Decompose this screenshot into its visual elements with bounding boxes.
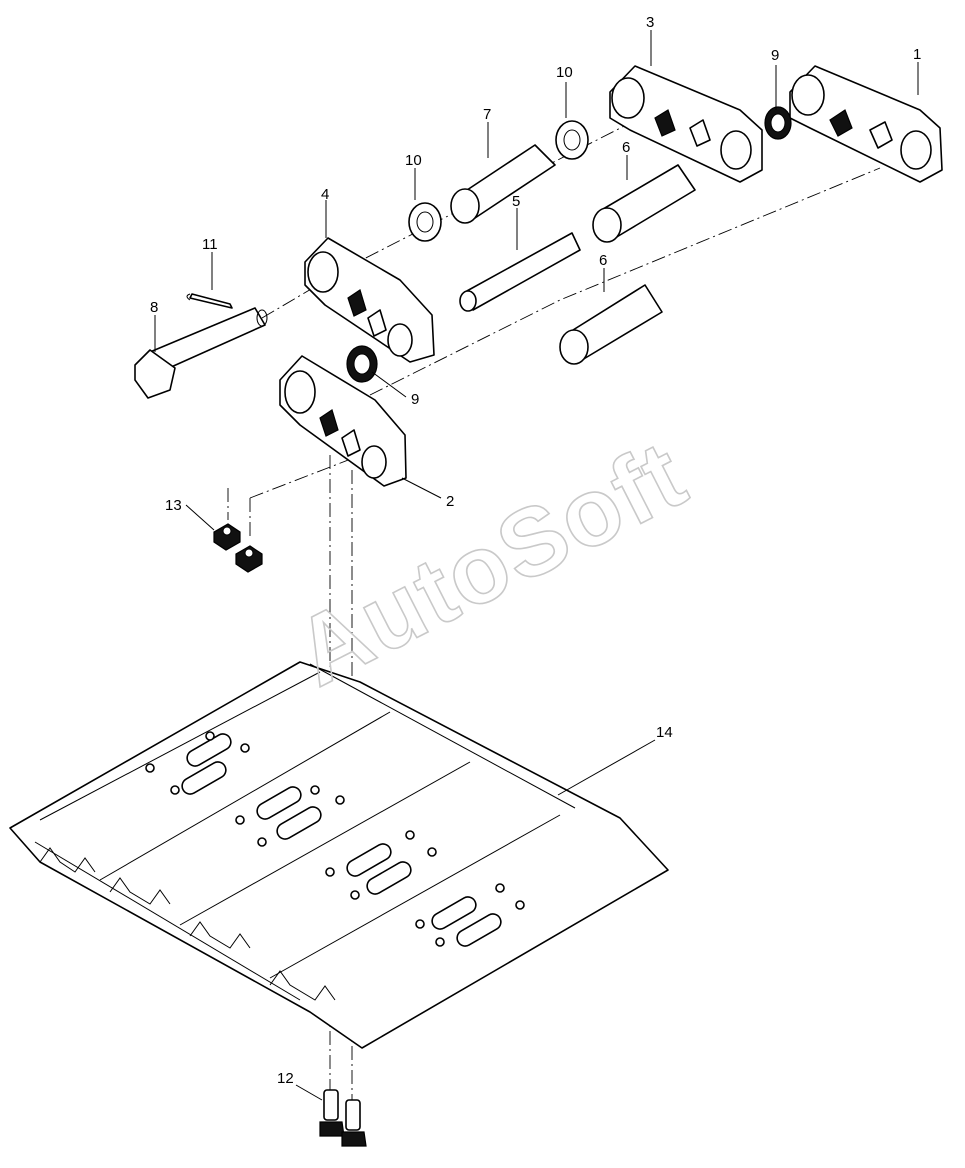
nuts: [213, 523, 263, 573]
callout-labels: 1 2 3 4 5 6 6 7 8 9 9 10 10 11 12 13 14: [150, 14, 921, 1087]
callout-8: 8: [150, 299, 158, 316]
link-2: [279, 355, 407, 487]
callout-2: 2: [446, 493, 454, 510]
callout-6-upper: 6: [622, 139, 630, 156]
cotter-pin: [186, 293, 233, 309]
bolts: [319, 1089, 367, 1147]
master-pin: [134, 307, 268, 399]
callout-5: 5: [512, 193, 520, 210]
callout-6-lower: 6: [599, 252, 607, 269]
spacers: [408, 120, 589, 242]
pin: [459, 232, 581, 312]
callout-10-upper: 10: [556, 64, 573, 81]
watermark-text: AutoSoft: [279, 420, 703, 707]
callout-11: 11: [202, 236, 218, 253]
callout-9-lower: 9: [411, 391, 419, 408]
callout-1: 1: [913, 46, 921, 63]
callout-10-lower: 10: [405, 152, 422, 169]
track-shoe-plates: [9, 661, 669, 1049]
leader-lines: [154, 30, 919, 1101]
callout-13: 13: [165, 497, 182, 514]
bushings: [450, 144, 696, 365]
link-4: [304, 237, 435, 363]
link-1: [789, 65, 943, 183]
callout-14: 14: [656, 724, 673, 741]
seals: [346, 106, 792, 383]
callout-3: 3: [646, 14, 654, 31]
callout-12: 12: [277, 1070, 294, 1087]
callout-7: 7: [483, 106, 491, 123]
callout-9-upper: 9: [771, 47, 779, 64]
callout-4: 4: [321, 186, 329, 203]
link-3: [609, 65, 763, 183]
